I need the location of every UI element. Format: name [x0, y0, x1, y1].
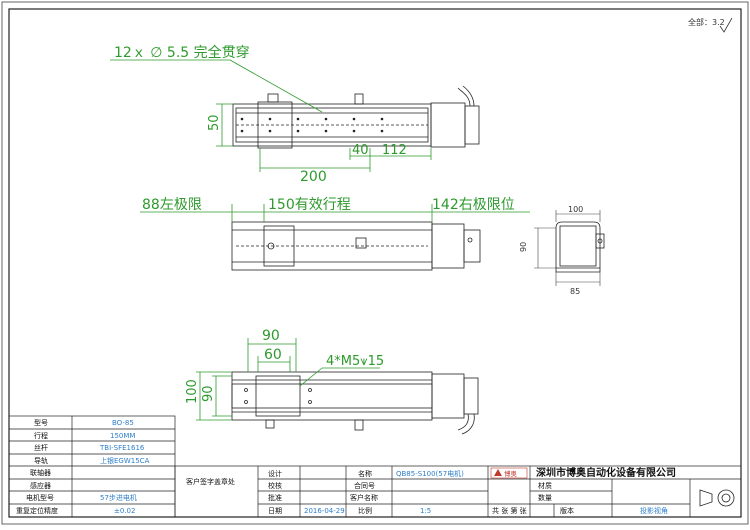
approve-label: 批准 [268, 493, 282, 502]
title-block-grid [174, 465, 742, 518]
material-label: 材质 [538, 481, 552, 490]
spec-label: 感应器 [30, 481, 51, 490]
surface-finish-icon [719, 17, 733, 33]
dim-40: 40 [352, 143, 369, 158]
svg-text:博奥: 博奥 [504, 469, 518, 478]
spec-value: 57步进电机 [100, 493, 137, 502]
bottom-view [231, 371, 479, 435]
contract-label: 合同号 [354, 481, 375, 490]
ratio-value: 1:5 [420, 507, 431, 515]
bottom-view-dimension-lines [196, 338, 380, 421]
spec-value: BO-85 [112, 419, 134, 427]
ratio-label: 比例 [358, 506, 372, 515]
stroke-label: 150有效行程 [268, 197, 351, 213]
spec-label: 重复定位精度 [16, 506, 58, 515]
hole-note: 12ｘ ∅ 5.5 完全贯穿 [114, 44, 250, 61]
end-view-dimension-lines [534, 210, 601, 286]
date-label: 日期 [268, 507, 282, 515]
end-dim-85: 85 [570, 287, 580, 296]
spec-values: BO-85 150MM TBI-SFE1616 上银EGW15CA 57步进电机… [99, 419, 150, 515]
sheets-label: 共 张 第 张 [492, 506, 527, 515]
end-dim-90: 90 [519, 242, 528, 252]
bottom-dim-100: 100 [185, 379, 200, 404]
company-logo: 博奥 [490, 467, 528, 479]
projection-label: 投影视角 [640, 506, 668, 515]
customer-sign-label: 客户签字盖章处 [186, 477, 235, 486]
side-view-dimension-lines [140, 204, 530, 222]
dim-height-50: 50 [207, 114, 222, 131]
spec-label: 联轴器 [30, 468, 51, 477]
scale-label: 全部：3.2 [688, 17, 725, 27]
spec-label: 丝杆 [34, 443, 48, 452]
spec-label: 型号 [34, 418, 48, 427]
spec-label: 导轨 [34, 456, 48, 465]
spec-value: 上银EGW15CA [100, 456, 150, 465]
dim-112: 112 [382, 143, 407, 158]
spec-value: 150MM [110, 432, 135, 440]
spec-value: TBI-SFE1616 [99, 444, 145, 452]
bottom-dim-90-side: 90 [201, 385, 216, 402]
company-name: 深圳市博奥自动化设备有限公司 [536, 466, 676, 479]
check-label: 校核 [268, 481, 282, 490]
bottom-dim-60: 60 [264, 347, 282, 363]
left-limit-label: 88左极限 [142, 197, 202, 213]
spec-labels: 型号 行程 丝杆 导轨 联轴器 感应器 电机型号 重复定位精度 [16, 418, 58, 515]
side-view [231, 221, 481, 271]
top-view-dimension-lines [110, 59, 432, 172]
bottom-dim-90: 90 [262, 328, 280, 344]
spec-label: 行程 [34, 431, 48, 440]
customer-no-label: 客户名称 [350, 493, 378, 502]
quantity-label: 数量 [538, 493, 552, 502]
design-label: 设计 [268, 469, 282, 478]
end-dim-100: 100 [568, 205, 583, 214]
top-view-holes [240, 117, 384, 133]
thread-note: 4*M5⩛15 [326, 354, 384, 369]
right-limit-label: 142右极限位 [432, 197, 515, 213]
top-view [232, 85, 480, 149]
projection-symbol-icon [699, 489, 735, 507]
spec-label: 电机型号 [26, 493, 54, 502]
version-label: 版本 [560, 506, 574, 515]
name-value: QB85-S100(57电机) [396, 469, 464, 478]
spec-value: ±0.02 [114, 507, 135, 515]
date-value: 2016-04-29 [304, 507, 345, 515]
end-view [555, 221, 605, 273]
dim-200: 200 [300, 169, 327, 185]
name-label: 名称 [358, 469, 372, 478]
